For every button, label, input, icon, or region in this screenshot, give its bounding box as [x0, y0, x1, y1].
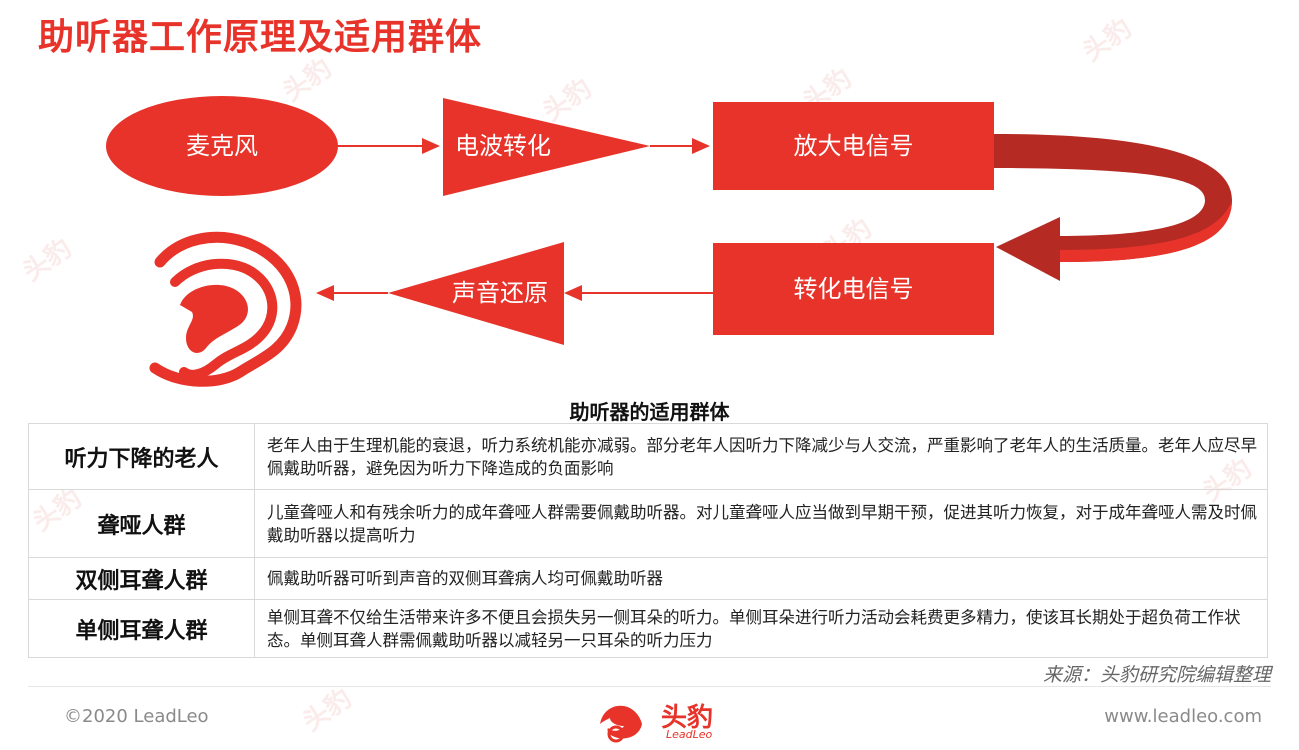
wave-convert-label: 电波转化: [455, 132, 551, 160]
flow-diagram: [106, 96, 1232, 387]
source-note: 来源：头豹研究院编辑整理: [1042, 664, 1271, 686]
table-title: 助听器的适用群体: [569, 400, 730, 424]
microphone-node: [106, 96, 338, 196]
logo-text: 头豹: [661, 703, 714, 733]
sound-restore-label: 声音还原: [452, 279, 548, 307]
group-name: 双侧耳聋人群: [28, 557, 255, 600]
wave-convert-node: [443, 98, 650, 196]
footer-divider: [28, 686, 1271, 687]
table-row: 单侧耳聋人群 单侧耳聋不仅给生活带来许多不便且会损失另一侧耳朵的听力。单侧耳朵进…: [28, 599, 1268, 658]
table-row: 双侧耳聋人群 佩戴助听器可听到声音的双侧耳聋病人均可佩戴助听器: [28, 557, 1268, 600]
table-row: 聋哑人群 儿童聋哑人和有残余听力的成年聋哑人群需要佩戴助听器。对儿童聋哑人应当做…: [28, 489, 1268, 558]
group-name: 聋哑人群: [28, 489, 255, 558]
applicable-groups-table: 听力下降的老人 老年人由于生理机能的衰退，听力系统机能亦减弱。部分老年人因听力下…: [28, 423, 1268, 658]
curved-arrow-highlight: [1060, 200, 1232, 262]
microphone-label: 麦克风: [186, 132, 258, 160]
logo-subtext: LeadLeo: [666, 728, 713, 741]
table-row: 听力下降的老人 老年人由于生理机能的衰退，听力系统机能亦减弱。部分老年人因听力下…: [28, 423, 1268, 490]
group-desc: 儿童聋哑人和有残余听力的成年聋哑人群需要佩戴助听器。对儿童聋哑人应当做到早期干预…: [254, 489, 1268, 558]
amplify-node: [713, 102, 994, 190]
watermark: 头豹: [297, 683, 358, 738]
ear-icon: [149, 231, 302, 387]
amplify-label: 放大电信号: [793, 132, 914, 160]
convert-signal-node: [713, 243, 994, 335]
sound-restore-node: [388, 242, 564, 345]
page-title: 助听器工作原理及适用群体: [38, 17, 483, 58]
group-name: 听力下降的老人: [28, 423, 255, 490]
convert-signal-label: 转化电信号: [793, 275, 914, 303]
website-link[interactable]: www.leadleo.com: [1104, 706, 1262, 727]
leopard-logo-icon: [600, 705, 642, 743]
group-desc: 佩戴助听器可听到声音的双侧耳聋病人均可佩戴助听器: [254, 557, 1268, 600]
group-desc: 单侧耳聋不仅给生活带来许多不便且会损失另一侧耳朵的听力。单侧耳朵进行听力活动会耗…: [254, 599, 1268, 658]
group-desc: 老年人由于生理机能的衰退，听力系统机能亦减弱。部分老年人因听力下降减少与人交流，…: [254, 423, 1268, 490]
copyright: ©2020 LeadLeo: [64, 706, 209, 727]
group-name: 单侧耳聋人群: [28, 599, 255, 658]
